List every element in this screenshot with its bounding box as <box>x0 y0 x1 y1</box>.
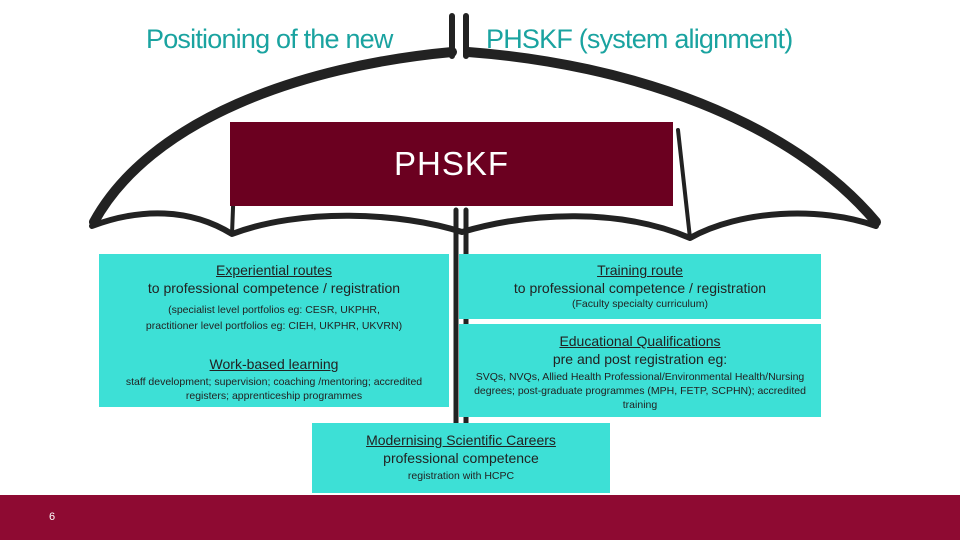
experiential-routes-box: Experiential routes to professional comp… <box>99 254 449 407</box>
experiential-heading: Experiential routes <box>216 262 332 278</box>
educational-heading: Educational Qualifications <box>559 333 721 349</box>
educational-note-2: degrees; post-graduate programmes (MPH, … <box>474 385 806 397</box>
msc-heading: Modernising Scientific Careers <box>366 432 556 448</box>
experiential-note-1: (specialist level portfolios eg: CESR, U… <box>168 304 380 316</box>
title-left: Positioning of the new <box>146 24 393 54</box>
title-right: PHSKF (system alignment) <box>486 24 793 54</box>
educational-note-1: SVQs, NVQs, Allied Health Professional/E… <box>475 371 805 383</box>
training-route-box: Training route to professional competenc… <box>459 254 821 319</box>
experiential-note-2: practitioner level portfolios eg: CIEH, … <box>145 320 403 332</box>
modernising-scientific-careers-box: Modernising Scientific Careers professio… <box>312 423 610 493</box>
msc-note: registration with HCPC <box>407 470 515 482</box>
educational-qualifications-box: Educational Qualifications pre and post … <box>459 324 821 417</box>
training-heading: Training route <box>597 262 683 278</box>
phskf-box: PHSKF <box>230 122 673 206</box>
work-based-note-1: staff development; supervision; coaching… <box>125 376 423 388</box>
phskf-label: PHSKF <box>393 145 510 182</box>
educational-subtitle: pre and post registration eg: <box>552 351 728 367</box>
educational-note-3: training <box>622 399 658 411</box>
work-based-note-2: registers; apprenticeship programmes <box>185 390 363 402</box>
page-number: 6 <box>49 511 56 523</box>
msc-subtitle: professional competence <box>383 450 539 466</box>
training-note: (Faculty specialty curriculum) <box>572 298 708 310</box>
training-subtitle: to professional competence / registratio… <box>513 280 767 296</box>
footer-bar <box>0 495 960 540</box>
work-based-heading: Work-based learning <box>209 356 339 372</box>
experiential-subtitle: to professional competence / registratio… <box>147 280 401 296</box>
